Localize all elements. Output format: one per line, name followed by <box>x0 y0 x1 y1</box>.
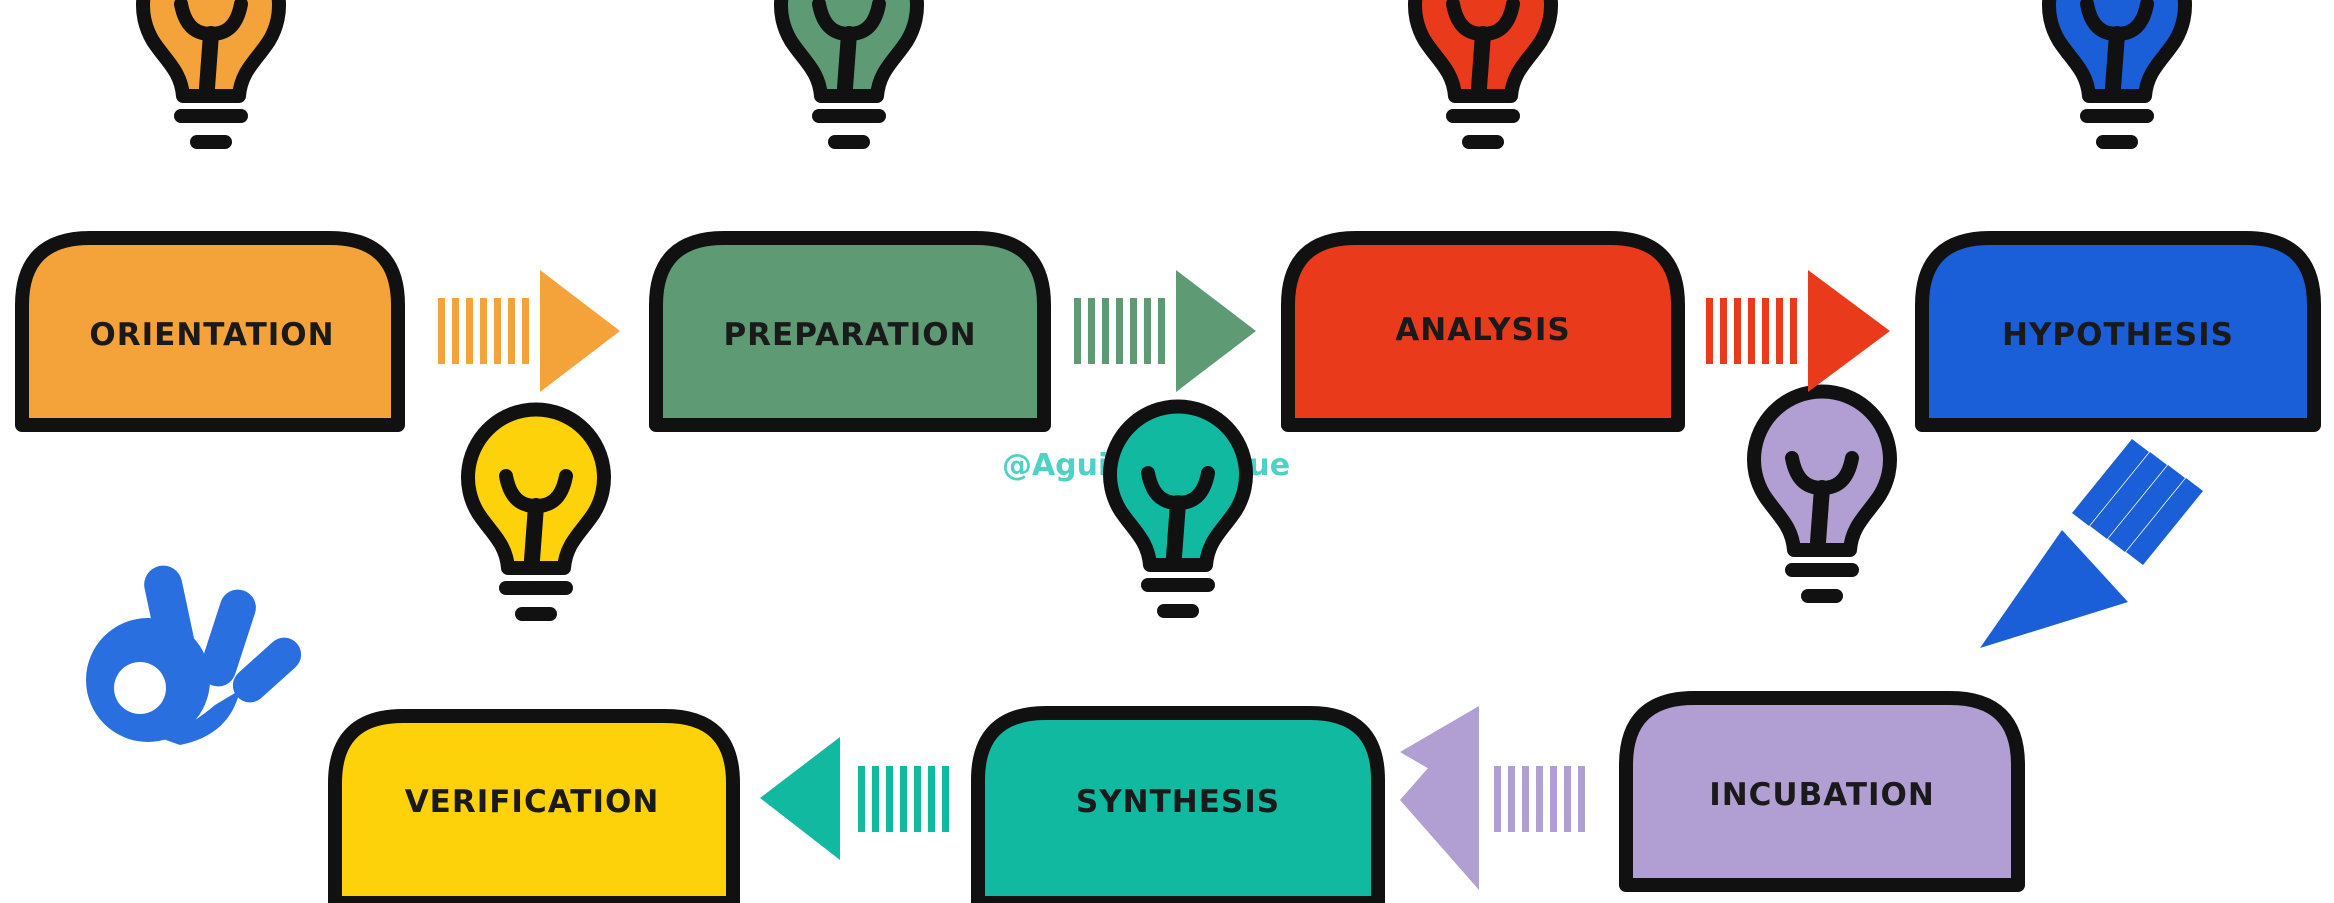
stage-box <box>15 231 405 432</box>
arrow-icon <box>1706 270 1890 392</box>
stage-preparation: PREPARATION <box>649 0 1051 432</box>
stage-box <box>649 231 1051 432</box>
stage-label: ANALYSIS <box>1395 312 1571 348</box>
stage-box <box>1619 691 2025 892</box>
stage-verification: VERIFICATION <box>328 410 740 903</box>
stage-incubation: INCUBATION <box>1619 392 2025 892</box>
arrow-icon <box>760 737 949 860</box>
stage-analysis: ANALYSIS <box>1281 0 1685 432</box>
stage-label: SYNTHESIS <box>1076 784 1280 820</box>
lightbulb-icon <box>781 0 917 142</box>
stage-box <box>328 709 740 903</box>
lightbulb-icon <box>1110 407 1246 611</box>
stage-label: INCUBATION <box>1709 777 1935 813</box>
lightbulb-icon <box>2049 0 2185 142</box>
stage-box <box>971 706 1385 903</box>
stage-hypothesis: HYPOTHESIS <box>1915 0 2321 432</box>
ok-hand-icon <box>86 565 302 745</box>
stage-orientation: ORIENTATION <box>15 0 405 432</box>
arrow-icon <box>438 270 620 392</box>
lightbulb-icon <box>468 410 604 614</box>
stage-label: ORIENTATION <box>89 317 334 353</box>
stage-label: HYPOTHESIS <box>2002 317 2234 353</box>
stage-label: PREPARATION <box>723 317 976 353</box>
arrow-icon <box>1980 439 2203 648</box>
lightbulb-icon <box>1415 0 1551 142</box>
stage-box <box>1281 231 1685 432</box>
lightbulb-icon <box>143 0 279 142</box>
arrow-icon <box>1400 706 1585 890</box>
stage-box <box>1915 231 2321 432</box>
lightbulb-icon <box>1754 392 1890 596</box>
stage-label: VERIFICATION <box>405 784 660 820</box>
arrow-icon <box>1074 270 1256 392</box>
stage-synthesis: SYNTHESIS <box>971 407 1385 903</box>
